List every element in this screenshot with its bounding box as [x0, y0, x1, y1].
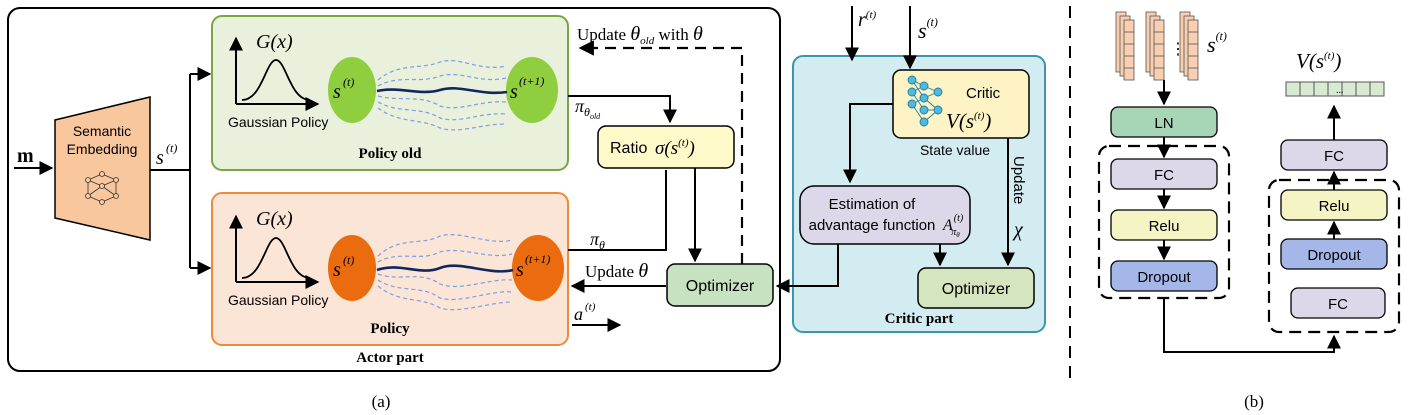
right-bottom-fc-box[interactable] — [1290, 287, 1386, 319]
actor-part-label: Actor part — [356, 350, 424, 366]
left-relu-label: Relu — [1149, 218, 1180, 235]
right-dropout-box[interactable] — [1280, 238, 1388, 270]
semantic-embedding-block — [54, 96, 151, 241]
critic-label: Critic — [966, 85, 1001, 102]
right-relu-label: Relu — [1319, 198, 1350, 215]
policy-state-t1-sup: (t+1) — [525, 252, 550, 266]
input-tensor-stack — [1115, 11, 1199, 81]
policy-state-t-s: s — [333, 259, 341, 281]
actor-optimizer-label: Optimizer — [686, 278, 755, 295]
policy-old-main-trajectory — [376, 86, 508, 95]
policy-state-t1 — [512, 235, 564, 301]
ratio-formula: σ(s(t)) — [655, 137, 695, 159]
estimation-label-1: Estimation of — [829, 196, 917, 213]
update-chi-symbol: χ — [1012, 219, 1024, 241]
critic-network-icon — [907, 75, 943, 127]
policy-old-panel — [211, 15, 569, 171]
critic-value-formula: V(s(t)) — [946, 109, 991, 133]
panel-b-input-s: s(t) — [1207, 29, 1227, 57]
policy-old-state-t1-sup: (t+1) — [519, 74, 544, 88]
critic-optimizer-label: Optimizer — [942, 281, 1011, 298]
right-top-fc-box[interactable] — [1280, 139, 1388, 171]
left-dropout-label: Dropout — [1137, 269, 1191, 286]
update-old-label: Update θold with θ — [577, 23, 703, 47]
output-value-vector — [1285, 81, 1385, 97]
update-chi-label: Update — [1010, 156, 1027, 204]
policy-title: Policy — [370, 321, 410, 337]
caption-a: (a) — [372, 392, 391, 411]
embedding-output-s: s — [156, 147, 164, 169]
state-value-label: State value — [920, 142, 990, 158]
policy-state-t1-s: s — [516, 259, 524, 281]
right-bottom-fc-label: FC — [1328, 296, 1348, 313]
policy-old-state-t-sup: (t) — [343, 75, 354, 89]
left-dropout-box[interactable] — [1110, 260, 1218, 292]
neural-network-icon — [85, 171, 119, 205]
update-old-dashed-arrow — [578, 40, 744, 264]
policy-state-t — [328, 235, 376, 301]
right-relu-box[interactable] — [1280, 189, 1388, 221]
policy-old-trajectories — [377, 60, 507, 131]
embedding-output-sup: (t) — [166, 141, 177, 155]
policy-old-state-t1-s: s — [510, 81, 518, 103]
update-theta-label: Update θ — [585, 260, 648, 282]
policy-old-state-t — [328, 57, 376, 123]
right-top-fc-label: FC — [1324, 148, 1344, 165]
estimation-label-2: advantage function — [809, 217, 936, 234]
policy-old-title: Policy old — [359, 146, 423, 162]
action-label: a(t) — [574, 301, 596, 324]
policy-gx: G(x) — [256, 208, 293, 230]
policy-old-state-t-s: s — [333, 81, 341, 103]
arrow-left-to-right-column — [1163, 298, 1341, 353]
critic-optimizer-box[interactable] — [917, 267, 1035, 309]
pi-theta-line — [568, 170, 667, 251]
panel-b-output-value: V(s(t)) — [1296, 49, 1341, 73]
right-dashed-group — [1267, 178, 1401, 334]
advantage-symbol: A(t)πθ — [942, 213, 964, 239]
arrow-pi-old-to-ratio — [568, 95, 677, 124]
policy-gaussian-curve — [241, 237, 311, 279]
arrow-critic-to-estimation — [843, 103, 893, 184]
arrow-estimation-to-actor-optimizer — [775, 244, 839, 293]
critic-part-label: Critic part — [885, 311, 954, 327]
reward-label: r(t) — [858, 9, 877, 31]
semantic-embedding-label-2: Embedding — [67, 141, 138, 157]
policy-state-t-sup: (t) — [343, 253, 354, 267]
critic-state-label: s(t) — [918, 15, 938, 43]
semantic-embedding-label-1: Semantic — [73, 123, 131, 139]
actor-part-frame — [7, 7, 781, 372]
tensor-dots: ⋮ — [1170, 41, 1186, 58]
ln-label: LN — [1154, 115, 1173, 132]
pi-theta-label: πθ — [590, 229, 605, 252]
actor-optimizer-box[interactable] — [666, 263, 774, 307]
pi-old-label: πθold — [575, 96, 601, 121]
policy-old-gaussian-label: Gaussian Policy — [228, 114, 328, 130]
policy-trajectories — [377, 234, 513, 311]
policy-old-gx: G(x) — [256, 31, 293, 53]
input-m: m — [17, 145, 34, 167]
ratio-box[interactable] — [597, 125, 735, 169]
right-dropout-label: Dropout — [1307, 247, 1361, 264]
output-vector-dots: ... — [1336, 85, 1344, 96]
left-fc-label: FC — [1154, 167, 1174, 184]
policy-gaussian-label: Gaussian Policy — [228, 292, 328, 308]
policy-main-trajectory — [376, 264, 514, 273]
ratio-label: Ratio — [610, 140, 647, 157]
policy-old-gaussian-curve — [241, 59, 311, 101]
policy-old-state-t1 — [506, 57, 558, 123]
caption-b: (b) — [1244, 392, 1264, 411]
estimation-box[interactable] — [799, 185, 971, 245]
